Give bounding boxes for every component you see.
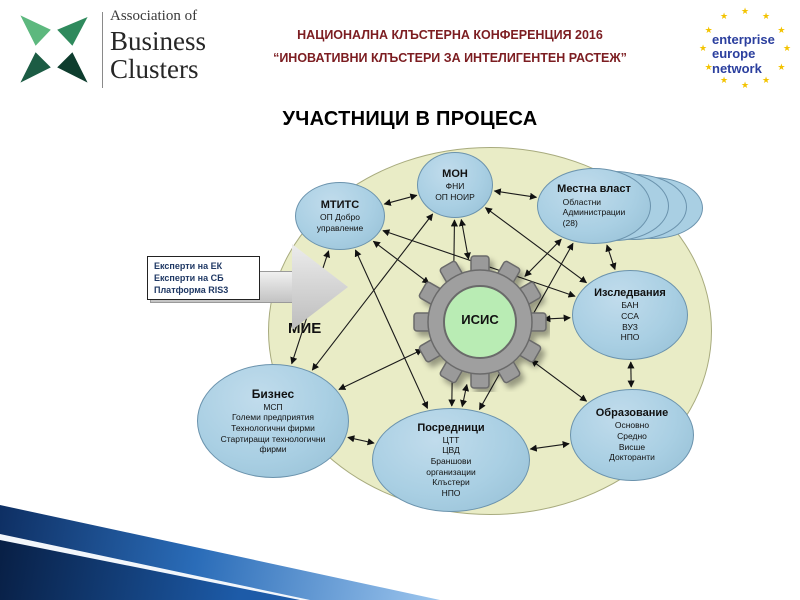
node-posrednitsi: Посредници ЦТТ ЦВД Браншови организации … [372,408,530,512]
node-biznes: Бизнес МСП Големи предприятия Технологич… [197,364,349,478]
abc-logo-line1: Association of [110,8,198,24]
een-star-icon: ★ [720,10,729,21]
node-izsledvaniya: Изследвания БАН ССА ВУЗ НПО [572,270,688,360]
node-mtits: МТИТС ОП Добро управление [295,182,385,250]
abc-logo-line2: Business [110,26,207,56]
node-details: Областни Администрации (28) [562,196,626,228]
een-star-icon: ★ [741,80,750,90]
abc-logo-divider [102,12,103,88]
een-star-icon: ★ [704,24,713,35]
node-obrazovanie: Образование Основно Средно Висше Доктора… [570,389,694,481]
node-title: Изследвания [594,287,666,300]
node-title: Посредници [417,421,485,434]
abc-logo-line3: Clusters [110,54,199,85]
conference-title: НАЦИОНАЛНА КЛЪСТЕРНА КОНФЕРЕНЦИЯ 2016 [297,28,603,42]
node-details: ФНИ ОП НОИР [435,180,475,202]
node-title: МОН [442,167,468,180]
node-title: Бизнес [251,387,295,402]
node-details: МСП Големи предприятия Технологични фирм… [220,401,326,455]
een-line1: enterprise [712,32,775,47]
node-mestna-vlast: Местна власт Областни Администрации (28) [537,168,651,244]
experts-box: Експерти на ЕК Експерти на СБ Платформа … [147,256,260,301]
node-details: БАН ССА ВУЗ НПО [620,300,640,343]
een-line2: europe [712,46,756,62]
abc-logo-text: Association of Business Clusters [110,8,206,84]
een-star-icon: ★ [720,75,729,86]
abc-logo-icon [20,15,88,83]
conference-subtitle: “ИНОВАТИВНИ КЛЪСТЕРИ ЗА ИНТЕЛИГЕНТЕН РАС… [273,51,627,65]
node-title: МТИТС [320,198,360,211]
een-star-icon: ★ [783,43,792,53]
slide-heading: УЧАСТНИЦИ В ПРОЦЕСА [282,108,538,130]
een-star-icon: ★ [777,24,786,35]
node-details: ЦТТ ЦВД Браншови организации Клъстери НП… [426,434,476,498]
isis-label: ИСИС [461,312,499,327]
een-star-icon: ★ [699,43,708,53]
een-stars-circle: ★ ★ ★ ★ ★ ★ ★ ★ ★ ★ ★ ★ [695,6,795,98]
node-title: Местна власт [557,183,631,196]
node-details: Основно Средно Висше Докторанти [609,420,655,463]
een-star-icon: ★ [762,10,771,21]
een-logo: ★ ★ ★ ★ ★ ★ ★ ★ ★ ★ ★ ★ enterprise europe network [695,6,795,98]
een-star-icon: ★ [704,61,713,72]
node-title: Образование [595,407,669,420]
node-details: ОП Добро управление [316,211,364,233]
een-star-icon: ★ [762,75,771,86]
node-mon: МОН ФНИ ОП НОИР [417,152,493,218]
een-star-icon: ★ [741,6,750,16]
een-logo-text: enterprise europe network [712,32,775,76]
een-star-icon: ★ [777,61,786,72]
een-line3: network [712,60,762,76]
conference-title-block: НАЦИОНАЛНА КЛЪСТЕРНА КОНФЕРЕНЦИЯ 2016 “И… [230,28,670,65]
